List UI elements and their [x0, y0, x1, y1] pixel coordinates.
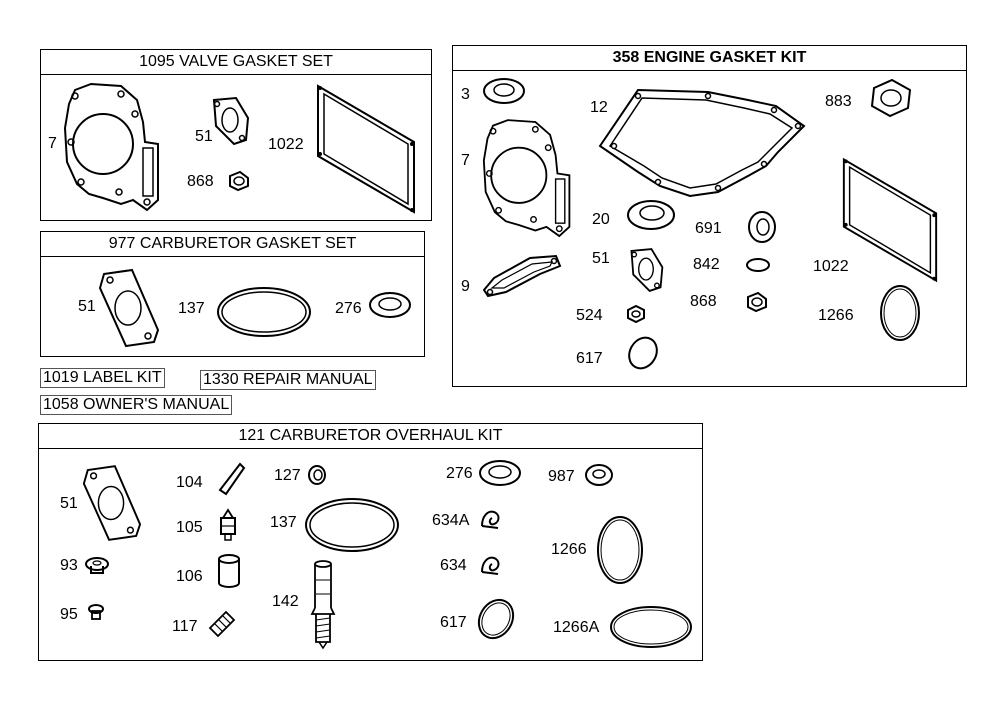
cylinder-head-gasket-icon: [482, 116, 574, 242]
part-label-117: 117: [172, 618, 198, 635]
pin-icon: [218, 462, 246, 496]
seal-ring-icon: [746, 210, 778, 244]
carburetor-overhaul-kit-title: 121 CARBURETOR OVERHAUL KIT: [39, 424, 702, 449]
repair-manual-tag: 1330 REPAIR MANUAL: [200, 370, 376, 390]
part-label-93: 93: [60, 557, 78, 574]
bowl-gasket-ring-icon: [214, 285, 314, 339]
emulsion-tube-icon: [308, 558, 338, 650]
part-label-9: 9: [461, 278, 470, 295]
part-label-51: 51: [78, 298, 96, 315]
part-label-1022: 1022: [268, 136, 304, 153]
part-label-883: 883: [825, 93, 852, 110]
screw-plug-icon: [84, 555, 110, 579]
engine-gasket-kit-box: 358 ENGINE GASKET KIT: [452, 45, 967, 387]
part-label-634: 634: [440, 557, 467, 574]
part-label-137: 137: [270, 514, 297, 531]
valve-cover-gasket-icon: [314, 82, 418, 216]
crankcase-gasket-icon: [598, 86, 808, 200]
part-label-276: 276: [335, 300, 362, 317]
exhaust-gasket-icon: [626, 242, 666, 298]
part-label-7: 7: [461, 152, 470, 169]
part-label-524: 524: [576, 307, 603, 324]
carburetor-gasket-set-title: 977 CARBURETOR GASKET SET: [41, 232, 424, 257]
label-kit-tag: 1019 LABEL KIT: [40, 368, 165, 388]
valve-cover-gasket-icon: [840, 155, 940, 285]
part-label-20: 20: [592, 211, 610, 228]
part-label-634a: 634A: [432, 512, 470, 529]
part-label-617: 617: [440, 614, 467, 631]
breather-gasket-icon: [870, 78, 912, 118]
large-o-ring-icon: [595, 514, 645, 586]
bowl-nut-washer-icon: [368, 290, 412, 320]
valve-gasket-set-box: 1095 VALVE GASKET SET: [40, 49, 432, 221]
part-label-127: 127: [274, 467, 301, 484]
part-label-1266a: 1266A: [553, 619, 600, 636]
seal-icon: [584, 462, 614, 488]
large-o-ring-icon: [878, 283, 922, 343]
part-label-868: 868: [187, 173, 214, 190]
bowl-nut-washer-icon: [478, 458, 522, 488]
valve-seal-icon: [226, 170, 250, 192]
cylinder-head-gasket-icon: [63, 82, 163, 214]
engine-gasket-kit-title: 358 ENGINE GASKET KIT: [453, 46, 966, 71]
part-label-868: 868: [690, 293, 717, 310]
intake-gasket-icon: [480, 252, 562, 298]
part-label-137: 137: [178, 300, 205, 317]
part-label-617: 617: [576, 350, 603, 367]
part-label-51: 51: [60, 495, 78, 512]
carburetor-gasket-icon: [80, 464, 142, 542]
o-ring-icon: [474, 596, 518, 642]
washer-icon: [306, 464, 328, 486]
oil-seal-icon: [482, 76, 526, 106]
part-label-987: 987: [548, 468, 575, 485]
part-label-276: 276: [446, 465, 473, 482]
jet-cylinder-icon: [216, 553, 242, 589]
part-label-3: 3: [461, 86, 470, 103]
part-label-105: 105: [176, 519, 203, 536]
crankshaft-seal-icon: [626, 198, 676, 232]
carburetor-overhaul-kit-box: 121 CARBURETOR OVERHAUL KIT: [38, 423, 703, 661]
part-label-12: 12: [590, 99, 608, 116]
part-label-1266: 1266: [818, 307, 854, 324]
adjust-screw-icon: [206, 610, 238, 638]
o-ring-icon: [626, 334, 660, 372]
part-label-51: 51: [195, 128, 213, 145]
part-label-1022: 1022: [813, 258, 849, 275]
plug-icon: [624, 304, 648, 326]
part-label-95: 95: [60, 606, 78, 623]
o-ring-icon: [745, 257, 771, 273]
valve-seal-icon: [744, 291, 768, 313]
part-label-106: 106: [176, 568, 203, 585]
part-label-7: 7: [48, 135, 57, 152]
part-label-51: 51: [592, 250, 610, 267]
large-ring-icon: [608, 604, 694, 650]
part-label-1266: 1266: [551, 541, 587, 558]
part-label-842: 842: [693, 256, 720, 273]
spring-icon: [478, 552, 504, 578]
exhaust-gasket-icon: [208, 96, 252, 146]
owners-manual-tag: 1058 OWNER'S MANUAL: [40, 395, 233, 415]
small-screw-icon: [86, 603, 106, 623]
part-label-691: 691: [695, 220, 722, 237]
part-label-104: 104: [176, 474, 203, 491]
spring-icon: [478, 506, 504, 532]
needle-valve-icon: [216, 508, 240, 542]
carburetor-gasket-icon: [96, 268, 160, 348]
valve-gasket-set-title: 1095 VALVE GASKET SET: [41, 50, 431, 75]
bowl-gasket-ring-icon: [302, 496, 402, 554]
part-label-142: 142: [272, 593, 299, 610]
